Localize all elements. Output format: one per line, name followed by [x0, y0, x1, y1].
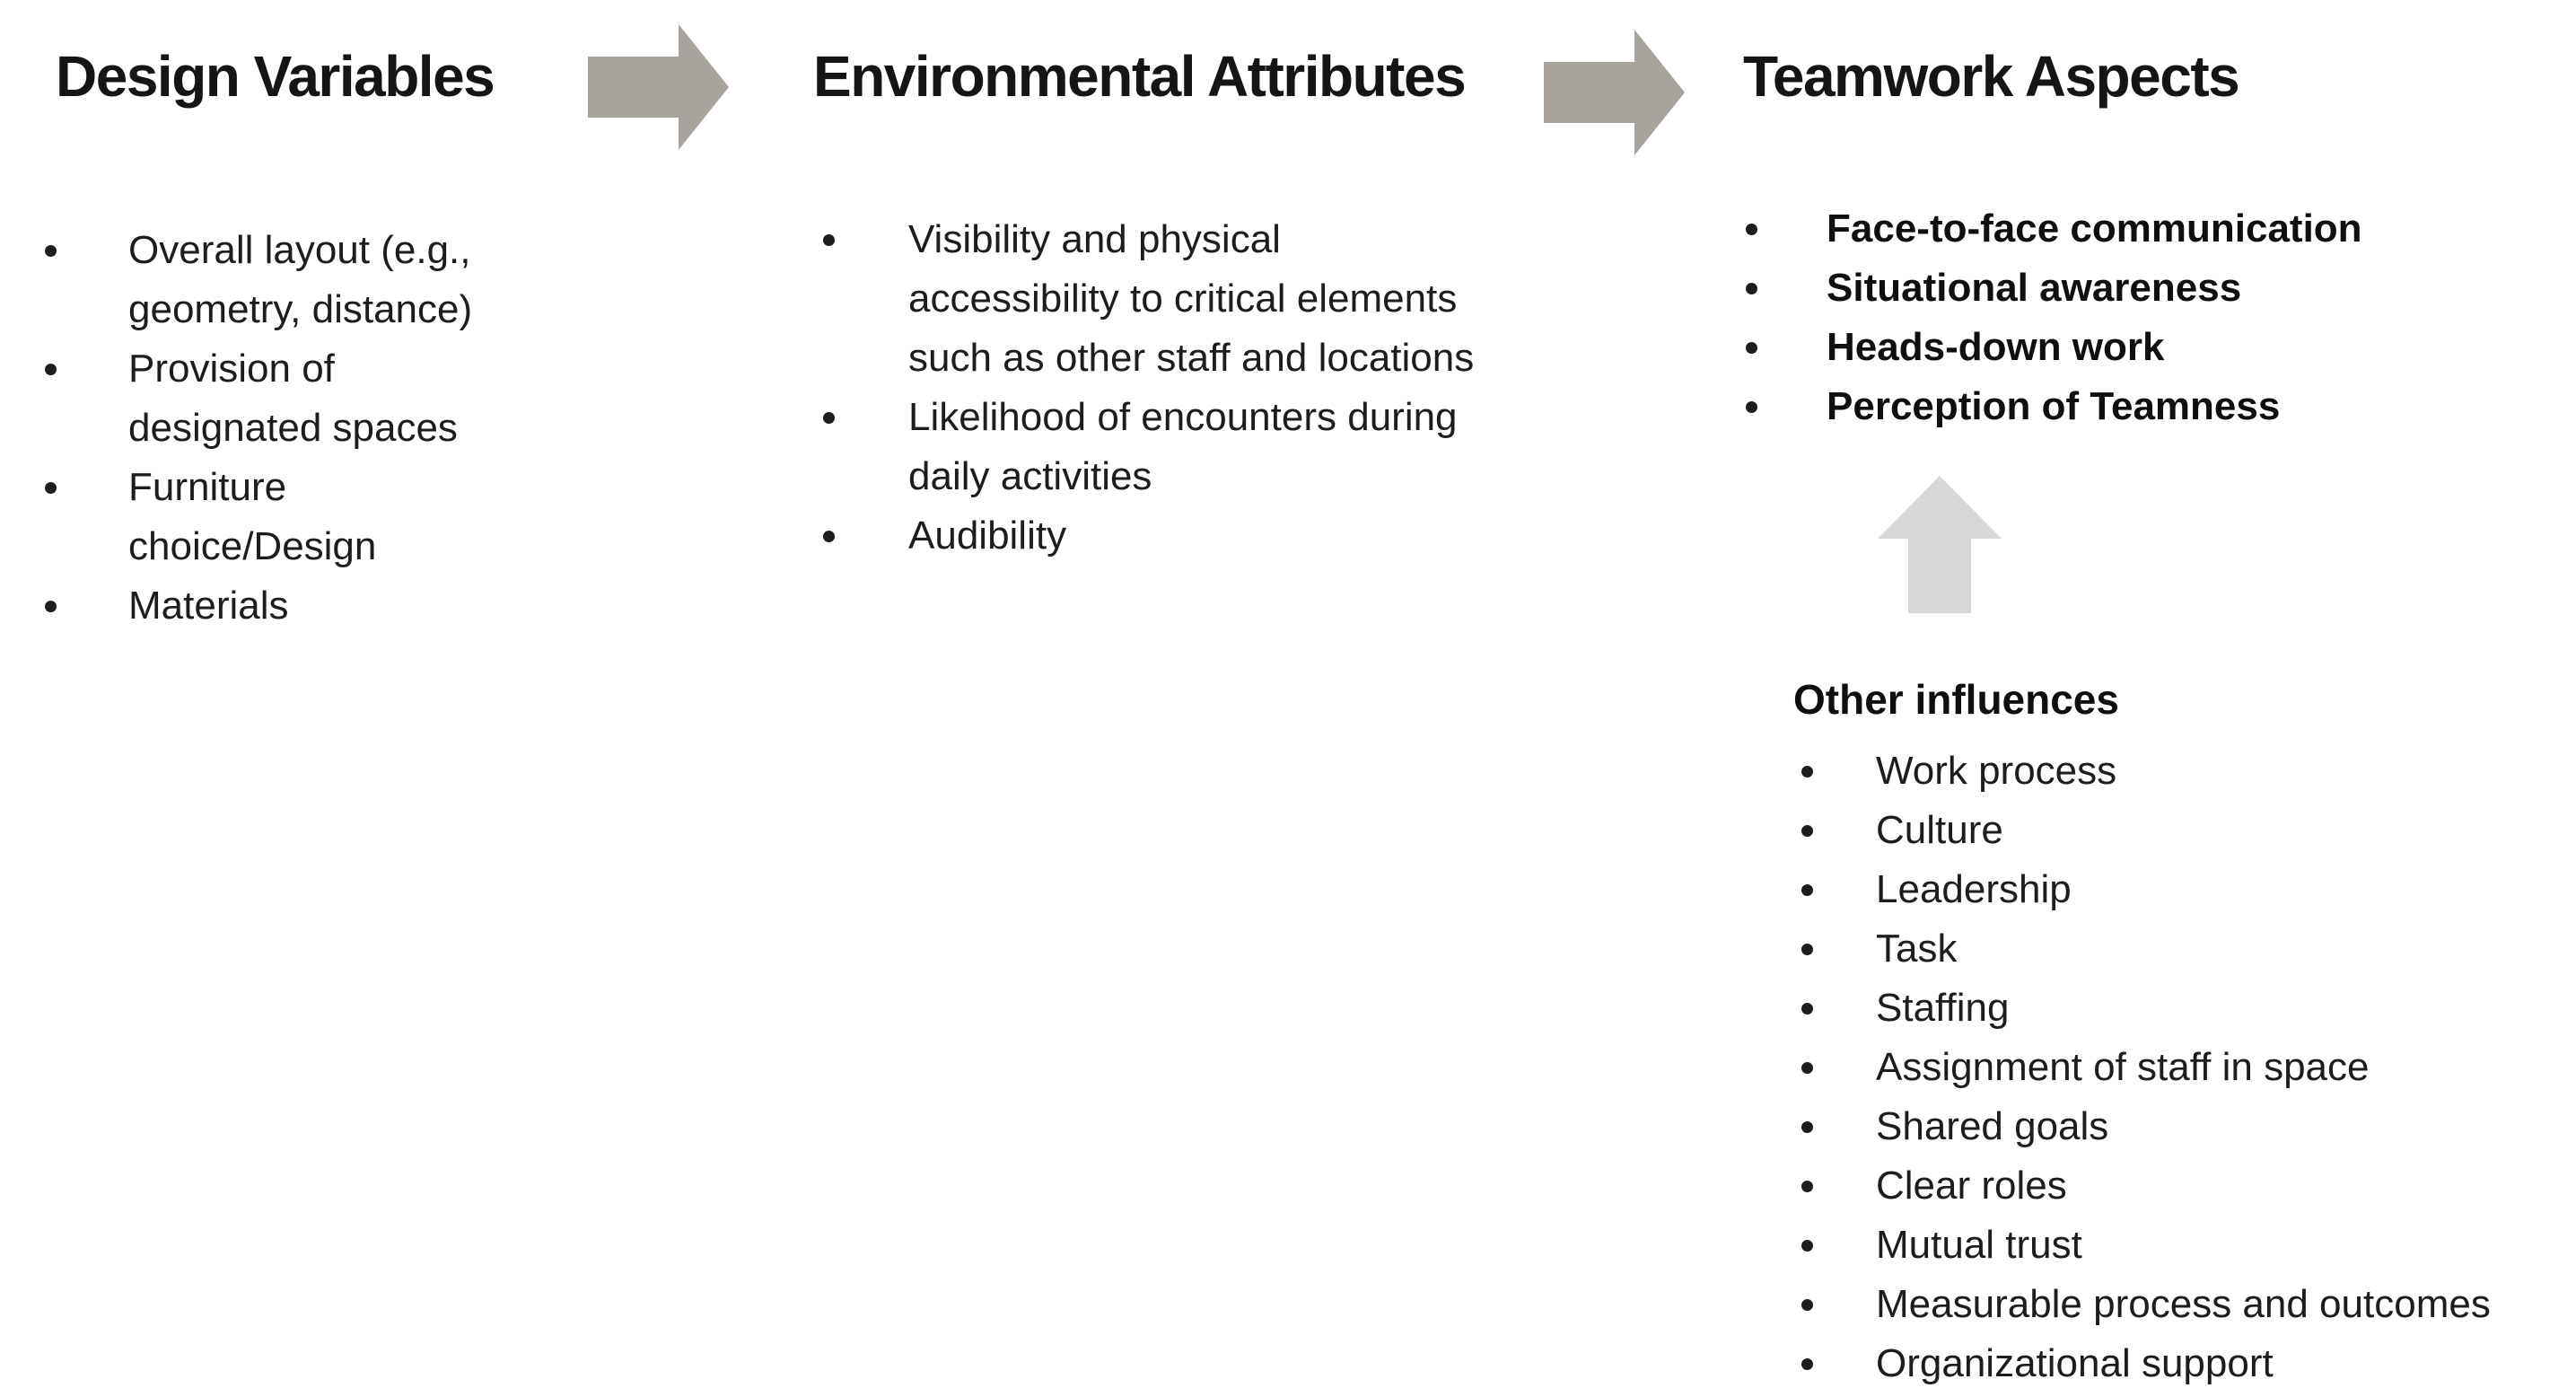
- arrow-right-shape: [588, 24, 729, 150]
- teamwork-aspects-list: Face-to-face communication Situational a…: [1746, 199, 2554, 436]
- list-item: Mutual trust: [1801, 1216, 2573, 1275]
- bullet-icon: [1746, 401, 1757, 413]
- bullet-icon: [1801, 1240, 1813, 1252]
- bullet-icon: [45, 601, 57, 612]
- bullet-icon: [45, 245, 57, 257]
- arrow-right-shape: [1544, 30, 1685, 155]
- list-item: Visibility and physical accessibility to…: [823, 210, 1483, 388]
- bullet-icon: [1801, 1003, 1813, 1015]
- arrow-right-icon: [588, 24, 729, 150]
- arrow-up-icon: [1878, 476, 2002, 613]
- list-item: Furniture choice/Design: [45, 458, 523, 576]
- list-item: Situational awareness: [1746, 259, 2554, 318]
- bullet-icon: [1801, 944, 1813, 955]
- bullet-icon: [1801, 1181, 1813, 1192]
- column-title-environmental-attributes: Environmental Attributes: [813, 44, 1467, 109]
- other-influences-title: Other influences: [1793, 676, 2119, 723]
- design-variables-list: Overall layout (e.g., geometry, distance…: [45, 221, 523, 636]
- list-item: Perception of Teamness: [1746, 377, 2554, 436]
- list-item: Culture: [1801, 801, 2573, 860]
- bullet-icon: [1801, 884, 1813, 896]
- bullet-icon: [1746, 224, 1757, 235]
- column-title-teamwork-aspects: Teamwork Aspects: [1743, 44, 2240, 109]
- list-item: Shared goals: [1801, 1097, 2573, 1156]
- environmental-attributes-list: Visibility and physical accessibility to…: [823, 210, 1483, 566]
- list-item: Audibility: [823, 506, 1483, 566]
- list-item: Likelihood of encounters during daily ac…: [823, 388, 1483, 506]
- list-item: Face-to-face communication: [1746, 199, 2554, 259]
- list-item: Leadership: [1801, 860, 2573, 919]
- bullet-icon: [1801, 825, 1813, 837]
- bullet-icon: [1746, 342, 1757, 354]
- bullet-icon: [1801, 1121, 1813, 1133]
- bullet-icon: [1801, 1062, 1813, 1074]
- column-title-design-variables: Design Variables: [56, 44, 495, 109]
- bullet-icon: [1801, 1358, 1813, 1370]
- bullet-icon: [823, 531, 835, 542]
- bullet-icon: [1801, 1299, 1813, 1311]
- list-item: Organizational support: [1801, 1334, 2573, 1388]
- list-item: Provision of designated spaces: [45, 339, 523, 458]
- bullet-icon: [45, 364, 57, 375]
- list-item: Materials: [45, 576, 523, 636]
- bullet-icon: [823, 412, 835, 424]
- list-item: Clear roles: [1801, 1156, 2573, 1216]
- list-item: Staffing: [1801, 979, 2573, 1038]
- bullet-icon: [45, 482, 57, 494]
- list-item: Assignment of staff in space: [1801, 1038, 2573, 1097]
- bullet-icon: [823, 234, 835, 246]
- list-item: Heads-down work: [1746, 318, 2554, 377]
- bullet-icon: [1801, 766, 1813, 777]
- list-item: Work process: [1801, 742, 2573, 801]
- arrow-up-shape: [1878, 476, 2002, 613]
- list-item: Overall layout (e.g., geometry, distance…: [45, 221, 523, 339]
- other-influences-list: Work process Culture Leadership Task Sta…: [1801, 742, 2573, 1388]
- bullet-icon: [1746, 283, 1757, 294]
- list-item: Task: [1801, 919, 2573, 979]
- list-item: Measurable process and outcomes: [1801, 1275, 2573, 1334]
- arrow-right-icon: [1544, 30, 1685, 155]
